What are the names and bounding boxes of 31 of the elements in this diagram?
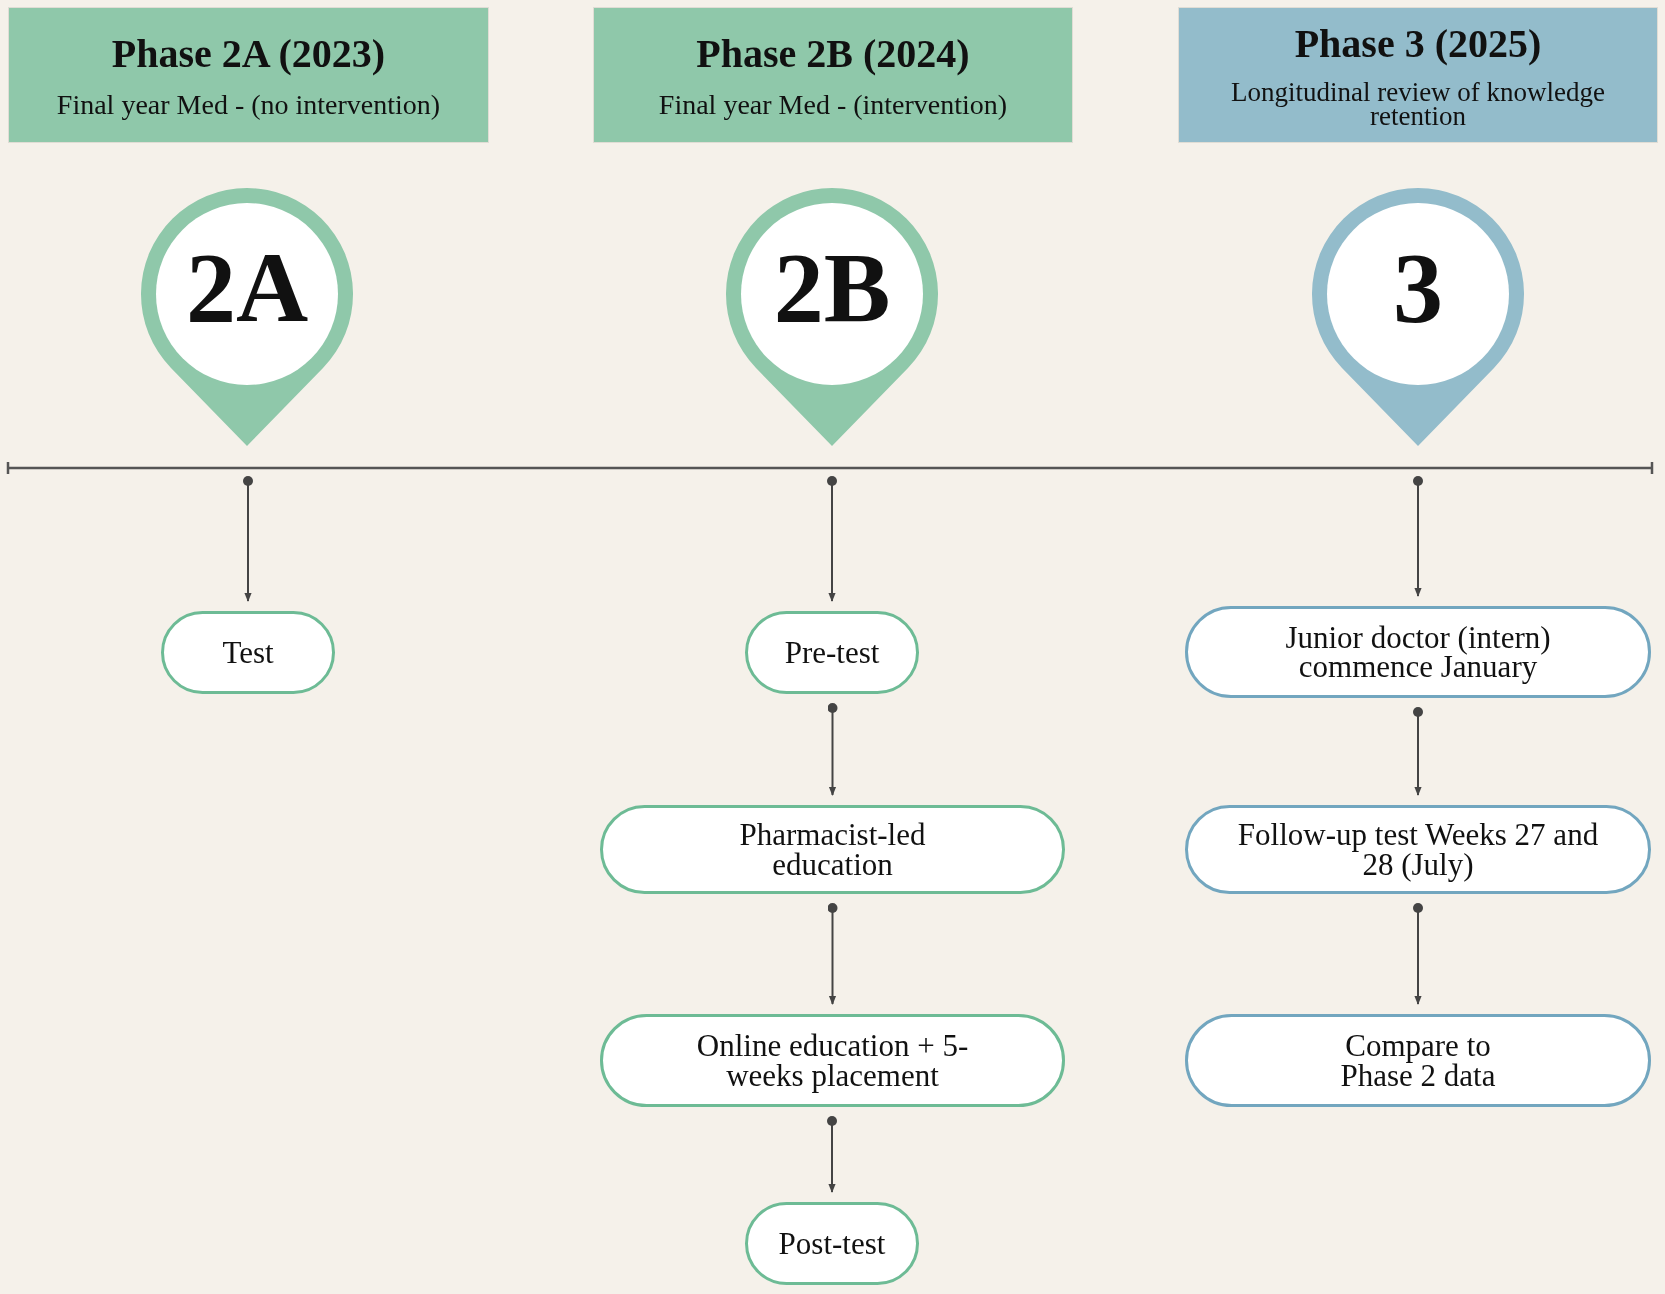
phase-header: [593, 7, 1073, 143]
phase-description: Final year Med - (no intervention): [56, 92, 441, 118]
phase-number: 3: [1392, 238, 1444, 338]
phase-title: Phase 2B (2024): [696, 32, 970, 77]
phase-header: [8, 7, 489, 143]
step-pill: Test: [161, 611, 335, 694]
arrow: [1413, 903, 1423, 1005]
map-pin-marker: [726, 188, 938, 446]
arrow: [827, 903, 838, 1005]
step-pill: Pre-test: [745, 611, 919, 694]
step-pill: Follow-up test Weeks 27 and 28 (July): [1185, 805, 1651, 894]
phase-number: 2B: [772, 238, 892, 338]
map-pin-marker: [1312, 188, 1524, 446]
arrow: [827, 1116, 837, 1193]
step-pill: Compare to Phase 2 data: [1185, 1014, 1651, 1107]
arrow: [1413, 476, 1423, 597]
step-pill: Online education + 5-weeks placement: [600, 1014, 1065, 1107]
step-pill: Post-test: [745, 1202, 919, 1285]
arrow: [1413, 707, 1423, 796]
phase-number: 2A: [184, 238, 310, 338]
arrow: [827, 476, 837, 602]
phase-header: [1178, 7, 1658, 143]
phase-description: Final year Med - (intervention): [658, 92, 1008, 118]
arrow: [827, 703, 838, 796]
arrow: [243, 476, 253, 602]
step-pill: Junior doctor (intern) commence January: [1185, 606, 1651, 698]
phase-description: Longitudinal review of knowledge retention: [1229, 79, 1607, 129]
phase-title: Phase 3 (2025): [1294, 21, 1542, 66]
map-pin-marker: [141, 188, 353, 446]
step-pill: Pharmacist-led education: [600, 805, 1065, 894]
phase-title: Phase 2A (2023): [111, 32, 386, 77]
